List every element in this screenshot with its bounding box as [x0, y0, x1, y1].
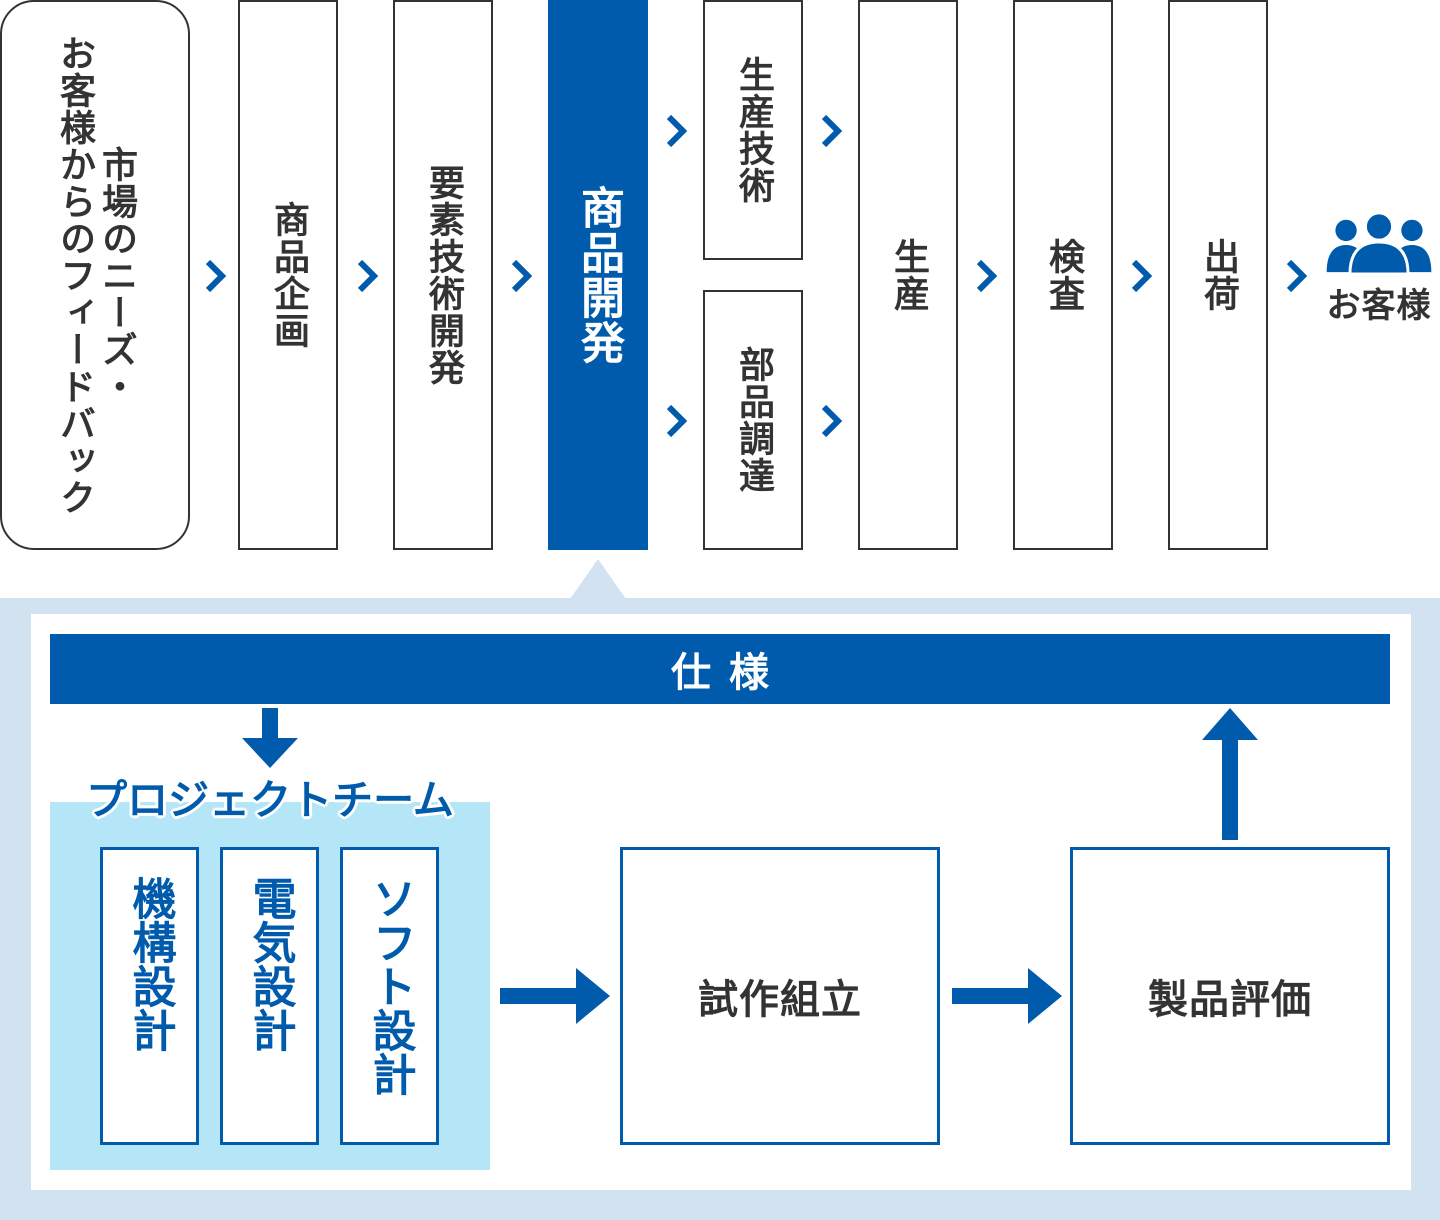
design-label: ソフト設計 — [364, 876, 416, 1096]
arrow-right-icon — [952, 968, 1062, 1024]
chevron-right-icon — [1127, 256, 1157, 296]
feedback-label-line1: 市場のニーズ・ — [96, 145, 137, 405]
step-label: 出荷 — [1198, 238, 1239, 312]
spec-label: 仕様 — [671, 650, 787, 696]
step-label: 要素技術開発 — [423, 164, 464, 386]
chevron-right-icon — [507, 256, 537, 296]
feedback-label-line2: お客様からのフィードバック — [54, 34, 95, 516]
software-design-box: ソフト設計 — [340, 847, 439, 1145]
step-product-development: 商品開発 — [548, 0, 648, 550]
step-label: 部品調達 — [733, 346, 774, 494]
arrow-down-icon — [242, 708, 298, 768]
mechanical-design-box: 機構設計 — [100, 847, 199, 1145]
customer: お客様 — [1318, 212, 1440, 327]
design-label: 機構設計 — [124, 876, 176, 1052]
step-production-engineering: 生産技術 — [703, 0, 803, 260]
chevron-right-icon — [1282, 256, 1312, 296]
step-label: 生産 — [888, 238, 929, 312]
prototype-assembly-box: 試作組立 — [620, 847, 940, 1145]
product-evaluation-label: 製品評価 — [1148, 977, 1312, 1023]
feedback-box: 市場のニーズ・ お客様からのフィードバック — [0, 0, 190, 550]
panel-pointer — [570, 559, 626, 599]
step-shipping: 出荷 — [1168, 0, 1268, 550]
customer-label: お客様 — [1326, 286, 1432, 326]
chevron-right-icon — [817, 401, 847, 441]
electrical-design-box: 電気設計 — [220, 847, 319, 1145]
step-label: 検査 — [1043, 238, 1084, 312]
step-label: 生産技術 — [733, 56, 774, 204]
people-group-icon — [1326, 212, 1432, 274]
step-inspection: 検査 — [1013, 0, 1113, 550]
prototype-assembly-label: 試作組立 — [698, 977, 862, 1023]
step-production: 生産 — [858, 0, 958, 550]
step-parts-procurement: 部品調達 — [703, 290, 803, 550]
step-elemental-tech: 要素技術開発 — [393, 0, 493, 550]
design-label: 電気設計 — [244, 876, 296, 1052]
chevron-right-icon — [353, 256, 383, 296]
arrow-up-icon — [1202, 708, 1258, 840]
chevron-right-icon — [662, 401, 692, 441]
chevron-right-icon — [662, 111, 692, 151]
step-product-planning: 商品企画 — [238, 0, 338, 550]
spec-bar: 仕様 — [50, 634, 1390, 704]
chevron-right-icon — [817, 111, 847, 151]
chevron-right-icon — [201, 256, 231, 296]
step-label: 商品企画 — [268, 201, 309, 349]
product-evaluation-box: 製品評価 — [1070, 847, 1390, 1145]
arrow-right-icon — [500, 968, 610, 1024]
chevron-right-icon — [972, 256, 1002, 296]
project-team-title: プロジェクトチーム — [86, 776, 454, 824]
step-label: 商品開発 — [573, 185, 624, 365]
